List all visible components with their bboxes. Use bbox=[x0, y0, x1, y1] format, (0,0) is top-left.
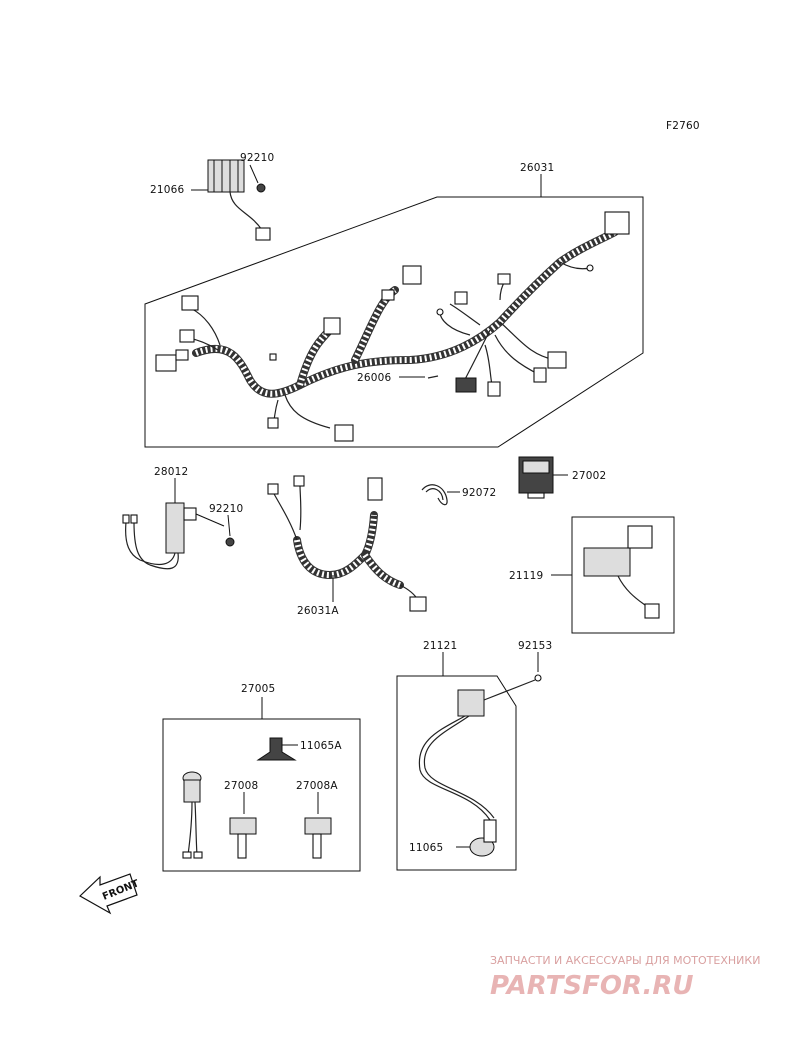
part-label-11065a: 11065A bbox=[300, 740, 342, 752]
part-label-26006: 26006 bbox=[357, 372, 392, 384]
sub-harness-26031a bbox=[267, 475, 427, 612]
watermark-brand: PARTSFOR.RU bbox=[490, 971, 693, 1001]
watermark-caption: ЗАПЧАСТИ И АКСЕССУАРЫ ДЛЯ МОТОТЕХНИКИ bbox=[490, 954, 760, 967]
figure-code: F2760 bbox=[666, 120, 700, 132]
part-label-21119: 21119 bbox=[509, 570, 543, 582]
part-label-92210-top: 92210 bbox=[240, 152, 274, 164]
part-label-21121: 21121 bbox=[423, 640, 457, 652]
part-label-11065: 11065 bbox=[409, 842, 443, 854]
part-label-92072: 92072 bbox=[462, 487, 496, 499]
part-label-27002: 27002 bbox=[572, 470, 606, 482]
part-label-21066: 21066 bbox=[150, 184, 185, 196]
regulator-21066 bbox=[207, 159, 271, 241]
part-label-27005: 27005 bbox=[241, 683, 275, 695]
part-label-26031a: 26031A bbox=[297, 605, 339, 617]
main-harness-26031 bbox=[144, 196, 644, 448]
part-label-92210-mid: 92210 bbox=[209, 503, 243, 515]
igniter-box-21119 bbox=[571, 516, 675, 634]
part-28012 bbox=[122, 478, 235, 570]
part-label-27008a: 27008A bbox=[296, 780, 338, 792]
part-label-26031: 26031 bbox=[520, 162, 554, 174]
unit-27002 bbox=[518, 456, 554, 499]
ignition-coil-21121 bbox=[396, 674, 542, 871]
band-92072 bbox=[421, 484, 448, 506]
front-arrow: FRONT bbox=[78, 873, 141, 915]
part-label-28012: 28012 bbox=[154, 466, 188, 478]
part-label-27008: 27008 bbox=[224, 780, 258, 792]
part-label-92153: 92153 bbox=[518, 640, 552, 652]
